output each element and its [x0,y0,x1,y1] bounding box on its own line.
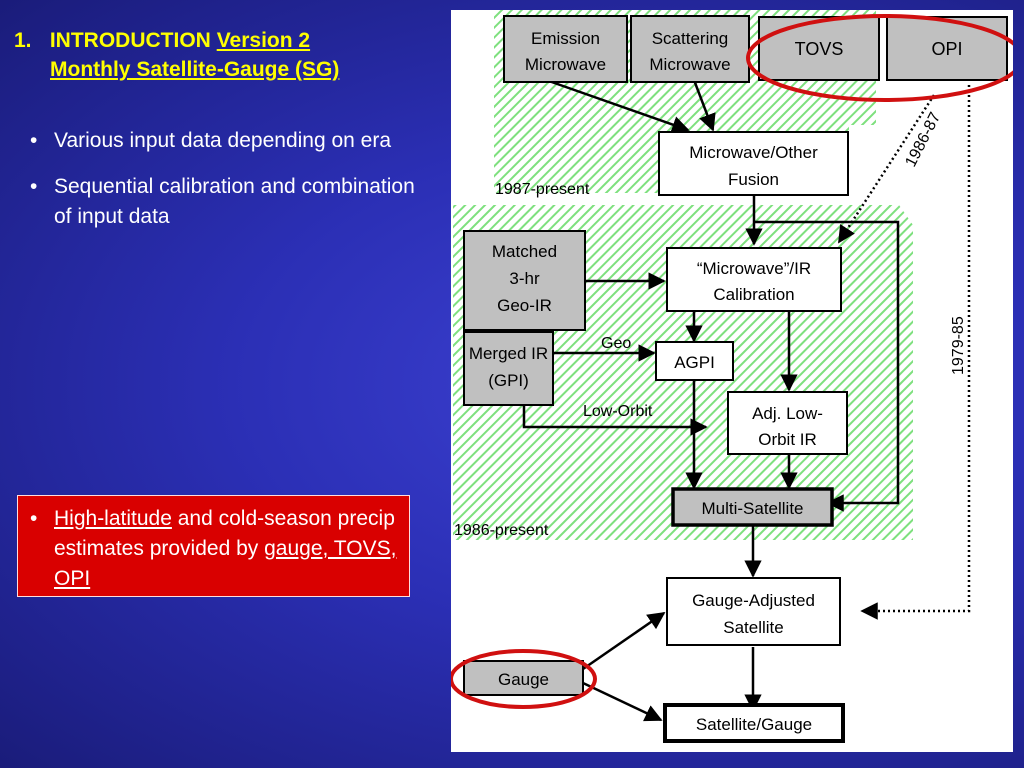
label-tovs-years: 1986-87 [902,110,944,170]
title-main: INTRODUCTION [49,29,211,52]
box-opi: OPI [886,16,1008,81]
bullet-item: Various input data depending on era [30,126,430,156]
dotted-connectors [837,85,971,620]
box-scattering-line1: Scattering [652,29,729,48]
label-opi-years: 1979-85 [950,316,967,375]
box-gpi-line2: (GPI) [488,371,529,390]
box-emission-microwave: Emission Microwave [503,15,628,83]
box-adjlow-line1: Adj. Low- [752,404,823,423]
box-geoir-line1: Matched [492,242,557,261]
label-geo: Geo [601,335,631,352]
label-era-1986: 1986-present [454,522,549,539]
bullet-item: Sequential calibration and combination o… [30,172,430,232]
diagram-svg: Emission Microwave Scattering Microwave … [449,10,1024,743]
box-gaugeadj-line1: Gauge-Adjusted [692,591,815,610]
slide-title: 1. INTRODUCTION Version 2 Monthly Satell… [14,26,339,84]
box-multi-satellite: Multi-Satellite [671,487,834,527]
box-tovs: TOVS [758,16,880,81]
box-adj-low-orbit-ir: Adj. Low- Orbit IR [727,391,848,455]
box-tovs-label: TOVS [795,39,844,59]
box-agpi-label: AGPI [674,353,715,372]
box-scattering-microwave: Scattering Microwave [630,15,750,83]
box-fusion-line2: Fusion [728,170,779,189]
box-emission-line2: Microwave [525,55,606,74]
highlight-part2: and cold-season precip estimates provide… [54,507,395,560]
box-multisat-label: Multi-Satellite [701,499,803,518]
box-microwave-other-fusion: Microwave/Other Fusion [658,131,849,196]
box-microwave-ir-calibration: “Microwave”/IR Calibration [666,247,842,312]
box-satellite-gauge: Satellite/Gauge [663,703,845,743]
connectors [522,78,900,722]
label-low-orbit: Low-Orbit [583,403,653,420]
highlight-circle-gauge [449,649,597,709]
title-subtitle: Monthly Satellite-Gauge (SG) [50,58,340,81]
flow-diagram: Emission Microwave Scattering Microwave … [449,10,1024,752]
highlight-box: • High-latitude and cold-season precip e… [17,495,410,597]
box-satgauge-label: Satellite/Gauge [696,715,812,734]
box-merged-ir-gpi: Merged IR (GPI) [463,331,554,406]
box-gpi-line1: Merged IR [469,344,548,363]
box-agpi: AGPI [655,341,734,381]
box-gauge-adjusted-satellite: Gauge-Adjusted Satellite [666,577,841,646]
box-emission-line1: Emission [531,29,600,48]
box-opi-label: OPI [931,39,962,59]
box-fusion-line1: Microwave/Other [689,143,818,162]
label-era-1987: 1987-present [495,181,590,198]
highlight-bullet: • [30,507,38,530]
highlight-part1: High-latitude [54,507,172,530]
box-matched-geo-ir: Matched 3-hr Geo-IR [463,230,586,331]
box-calib-line1: “Microwave”/IR [697,259,811,278]
title-number: 1. [14,29,32,52]
bullet-list: Various input data depending on era Sequ… [30,126,430,248]
box-gauge-label: Gauge [498,670,549,689]
box-adjlow-line2: Orbit IR [758,430,817,449]
box-geoir-line2: 3-hr [509,269,540,288]
box-scattering-line2: Microwave [649,55,730,74]
box-gauge: Gauge [463,660,584,696]
box-gaugeadj-line2: Satellite [723,618,783,637]
title-version: Version 2 [216,29,311,52]
box-geoir-line3: Geo-IR [497,296,552,315]
box-calib-line2: Calibration [713,285,794,304]
highlight-part3: gauge, TOVS, OPI [54,537,397,590]
